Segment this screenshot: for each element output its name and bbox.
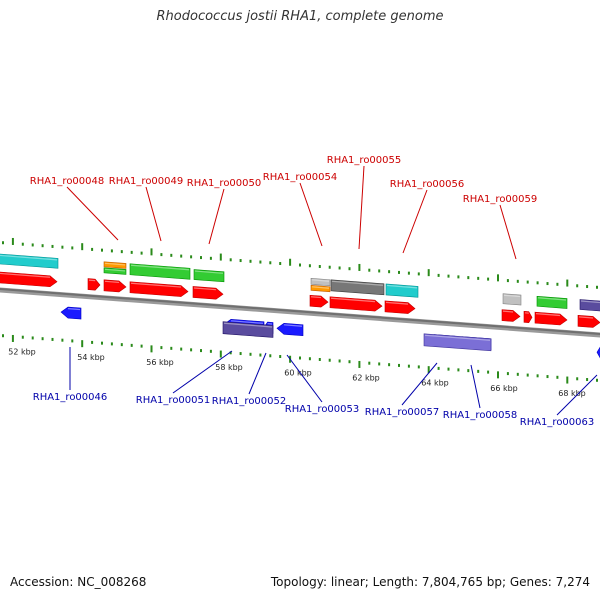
cog-feature-highlight bbox=[130, 264, 190, 271]
gene-label: RHA1_ro00057 bbox=[365, 407, 440, 418]
cog-feature bbox=[502, 293, 522, 306]
forward-cds-highlight bbox=[385, 301, 409, 305]
forward-cds bbox=[103, 279, 127, 293]
gene-label: RHA1_ro00058 bbox=[443, 410, 518, 421]
cog-feature-highlight bbox=[386, 284, 418, 289]
forward-cds bbox=[384, 300, 416, 314]
cog-feature bbox=[385, 283, 419, 298]
scale-label: 56 kbp bbox=[146, 358, 174, 367]
forward-cds bbox=[309, 294, 329, 308]
forward-cds bbox=[577, 315, 600, 328]
forward-cds bbox=[129, 281, 189, 297]
forward-cds-highlight bbox=[502, 310, 514, 313]
cog-feature bbox=[193, 269, 225, 283]
forward-cds bbox=[523, 310, 533, 323]
scale-label: 62 kbp bbox=[352, 373, 380, 382]
gene-leader-line bbox=[470, 364, 481, 409]
scale-label: 64 kbp bbox=[421, 379, 449, 388]
cog-feature bbox=[579, 299, 600, 312]
cog-feature bbox=[103, 267, 127, 275]
cog-feature bbox=[310, 278, 331, 287]
cog-feature-highlight bbox=[104, 268, 126, 272]
cog-feature-highlight bbox=[503, 294, 521, 298]
cog-feature-highlight bbox=[104, 262, 126, 266]
cog-feature-highlight bbox=[537, 297, 567, 301]
reverse-cds bbox=[60, 306, 82, 320]
cog-feature bbox=[0, 253, 59, 269]
reverse-cds-highlight bbox=[283, 324, 303, 327]
cog-feature-highlight bbox=[331, 280, 384, 286]
cog-feature bbox=[222, 321, 274, 338]
gene-leader-line bbox=[145, 186, 162, 242]
cog-feature bbox=[330, 279, 385, 296]
gene-leader-line bbox=[248, 352, 267, 395]
forward-cds bbox=[534, 311, 568, 326]
gene-label: RHA1_ro00051 bbox=[136, 395, 211, 406]
cog-feature-highlight bbox=[424, 334, 491, 341]
genome-title: Rhodococcus jostii RHA1, complete genome bbox=[156, 9, 444, 24]
accession-text: Accession: NC_008268 bbox=[10, 575, 147, 589]
gene-label: RHA1_ro00055 bbox=[327, 155, 402, 166]
gene-leader-line bbox=[401, 362, 438, 406]
cog-feature-highlight bbox=[311, 286, 330, 289]
forward-cds bbox=[192, 286, 224, 300]
scale-label: 52 kbp bbox=[8, 348, 36, 357]
gene-label: RHA1_ro00053 bbox=[285, 404, 360, 415]
gene-leader-line bbox=[66, 186, 119, 241]
gene-label: RHA1_ro00059 bbox=[463, 194, 538, 205]
forward-cds-highlight bbox=[535, 313, 561, 317]
cog-feature bbox=[536, 295, 568, 309]
cog-feature bbox=[129, 263, 191, 280]
forward-cds-highlight bbox=[193, 287, 217, 291]
forward-cds-highlight bbox=[88, 279, 96, 282]
reverse-cds-highlight bbox=[67, 308, 81, 311]
cog-feature-highlight bbox=[0, 254, 58, 261]
gene-label: RHA1_ro00046 bbox=[33, 392, 108, 403]
gene-label: RHA1_ro00054 bbox=[263, 172, 338, 183]
gene-label: RHA1_ro00063 bbox=[520, 417, 595, 428]
forward-cds bbox=[87, 278, 101, 291]
gene-leader-line bbox=[172, 350, 233, 394]
gene-leader-line bbox=[286, 354, 323, 403]
gene-label: RHA1_ro00056 bbox=[390, 179, 465, 190]
forward-cds-highlight bbox=[330, 297, 376, 303]
gene-leader-line bbox=[358, 165, 365, 250]
forward-cds-highlight bbox=[130, 282, 182, 288]
cog-feature bbox=[423, 333, 492, 352]
genome-stats-text: Topology: linear; Length: 7,804,765 bp; … bbox=[270, 575, 590, 589]
gene-leader-line bbox=[499, 204, 517, 260]
reverse-cds bbox=[276, 322, 304, 337]
scale-label: 66 kbp bbox=[490, 384, 518, 393]
scale-label: 60 kbp bbox=[284, 368, 312, 377]
cog-feature bbox=[103, 261, 127, 269]
scale-label: 68 kbp bbox=[558, 389, 586, 398]
forward-cds-highlight bbox=[578, 316, 594, 319]
gene-label: RHA1_ro00049 bbox=[109, 176, 184, 187]
gene-leader-line bbox=[208, 188, 225, 245]
reverse-cds-highlight bbox=[230, 320, 264, 324]
forward-cds-highlight bbox=[104, 280, 120, 284]
cog-feature-highlight bbox=[580, 300, 600, 304]
cog-feature bbox=[310, 285, 331, 293]
gene-leader-line bbox=[402, 189, 428, 254]
gene-leader-line bbox=[556, 374, 598, 416]
forward-cds bbox=[501, 309, 521, 322]
gene-label: RHA1_ro00050 bbox=[187, 178, 262, 189]
forward-cds bbox=[329, 296, 383, 312]
forward-cds-highlight bbox=[310, 296, 322, 299]
gene-label: RHA1_ro00048 bbox=[30, 176, 105, 187]
genome-backbone-core bbox=[0, 287, 600, 336]
gene-label: RHA1_ro00052 bbox=[212, 396, 287, 407]
forward-cds bbox=[0, 271, 58, 288]
gene-leader-line bbox=[299, 182, 323, 247]
scale-label: 58 kbp bbox=[215, 363, 243, 372]
cog-feature-highlight bbox=[223, 322, 273, 328]
scale-label: 54 kbp bbox=[77, 353, 105, 362]
cog-feature-highlight bbox=[311, 279, 330, 282]
forward-cds-highlight bbox=[0, 272, 51, 278]
cog-feature-highlight bbox=[194, 270, 224, 274]
